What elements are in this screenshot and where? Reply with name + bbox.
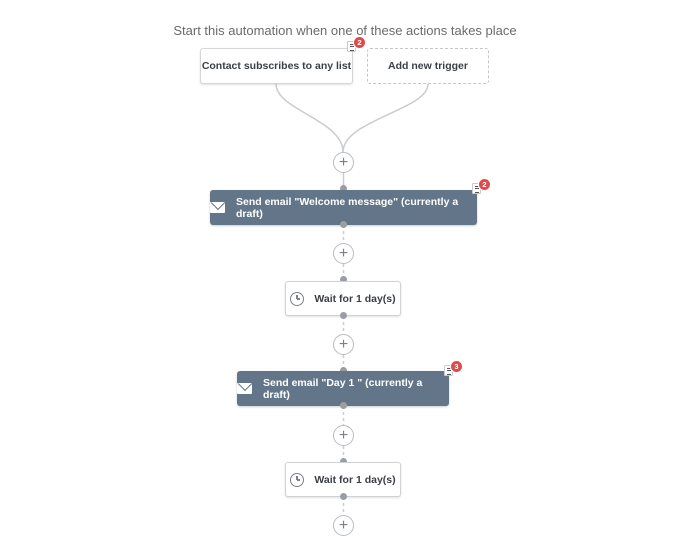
add-step-button[interactable]: +	[333, 152, 354, 173]
plus-icon: +	[338, 153, 349, 171]
wait-step-label: Wait for 1 day(s)	[314, 473, 396, 486]
connector-dot	[340, 312, 347, 319]
trigger-notes-badge[interactable]: 2	[347, 36, 367, 54]
email-step-day-1[interactable]: Send email "Day 1 " (currently a draft)	[237, 371, 449, 406]
connector-dot	[340, 276, 347, 283]
connector-dot	[340, 402, 347, 409]
plus-icon: +	[338, 335, 349, 353]
connector-dot	[340, 367, 347, 374]
trigger-label: Contact subscribes to any list	[201, 60, 352, 72]
plus-icon: +	[338, 516, 349, 534]
connector-dot	[340, 221, 347, 228]
automation-heading: Start this automation when one of these …	[173, 23, 517, 38]
step-notes-badge[interactable]: 3	[444, 360, 464, 378]
email-step-label: Send email "Day 1 " (currently a draft)	[263, 376, 423, 401]
step-notes-badge[interactable]: 2	[472, 178, 492, 196]
add-step-button[interactable]: +	[333, 243, 354, 264]
add-step-button[interactable]: +	[333, 515, 354, 536]
badge-count: 2	[478, 178, 491, 191]
connector-dot	[340, 493, 347, 500]
email-step-welcome[interactable]: Send email "Welcome message" (currently …	[210, 190, 477, 225]
connector-dot	[340, 458, 347, 465]
envelope-icon	[237, 383, 252, 394]
clock-icon	[290, 472, 305, 487]
badge-count: 3	[450, 360, 463, 373]
connector-dot	[340, 185, 347, 192]
badge-count: 2	[353, 36, 366, 49]
add-step-button[interactable]: +	[333, 334, 354, 355]
add-trigger-label: Add new trigger	[388, 60, 468, 72]
add-step-button[interactable]: +	[333, 425, 354, 446]
trigger-contact-subscribes[interactable]: Contact subscribes to any list	[200, 48, 353, 84]
email-step-label: Send email "Welcome message" (currently …	[236, 195, 459, 220]
plus-icon: +	[338, 426, 349, 444]
envelope-icon	[210, 202, 225, 213]
add-new-trigger-button[interactable]: Add new trigger	[367, 48, 489, 84]
wait-step[interactable]: Wait for 1 day(s)	[285, 281, 401, 316]
wait-step-label: Wait for 1 day(s)	[314, 292, 396, 305]
plus-icon: +	[338, 244, 349, 262]
clock-icon	[290, 291, 305, 306]
wait-step[interactable]: Wait for 1 day(s)	[285, 462, 401, 497]
